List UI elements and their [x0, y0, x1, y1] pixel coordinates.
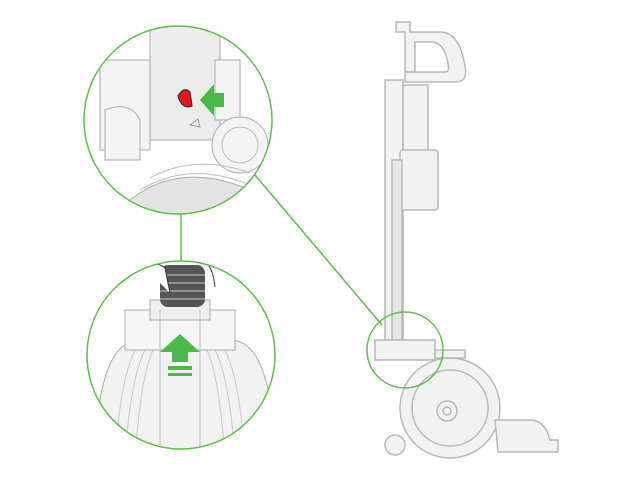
arrow-up-icon: [160, 334, 200, 362]
vacuum-body: [402, 84, 429, 156]
release-button: [177, 89, 193, 108]
detail-circle-top: [83, 25, 273, 215]
vacuum-wheel: [384, 434, 406, 456]
detail-circle-bottom: [86, 260, 276, 450]
detail-release-button: [84, 26, 272, 214]
arrow-left-icon: [200, 84, 224, 116]
callout-line-diagonal: [254, 174, 383, 326]
vacuum-cyclone: [399, 149, 439, 211]
detail-lift-cyclone: [87, 261, 275, 449]
vacuum-cleaner-head: [494, 419, 559, 453]
cyclone-grip: [160, 265, 205, 307]
vacuum-handle: [395, 21, 467, 83]
vacuum-illustration: [374, 21, 559, 459]
callout-small-circle: [366, 311, 444, 389]
vacuum-lower-body: [374, 339, 436, 361]
